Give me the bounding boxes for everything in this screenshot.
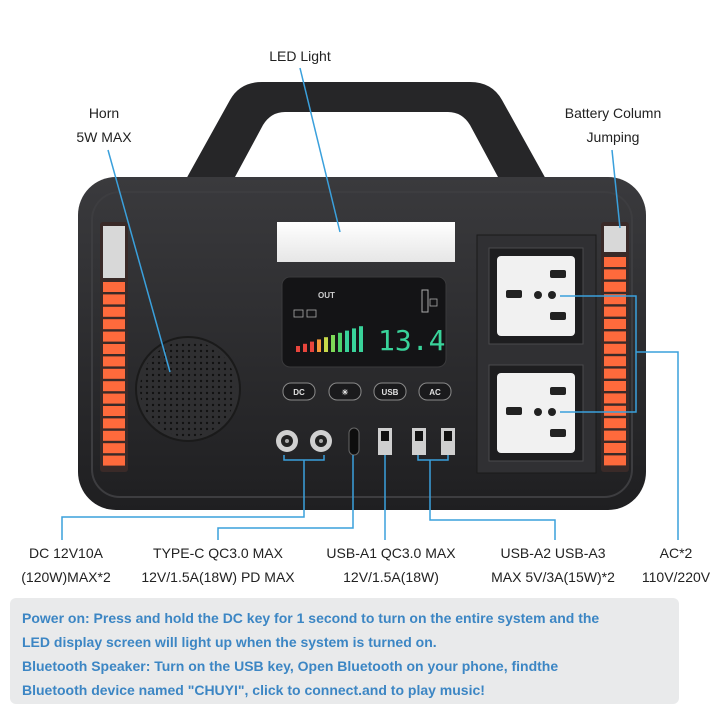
usb-a1-port xyxy=(378,428,392,455)
led-segment xyxy=(103,430,125,441)
battery-jumping-label: Jumping xyxy=(586,129,640,145)
level-bar xyxy=(352,328,356,352)
callout-lines xyxy=(61,67,679,540)
spec-usb-a2-a3-line1: USB-A2 USB-A3 xyxy=(500,545,606,561)
spec-usb-a2-a3-line2: MAX 5V/3A(15W)*2 xyxy=(491,569,615,585)
spec-usb-a1-line2: 12V/1.5A(18W) xyxy=(343,569,439,585)
spec-dc: DC 12V10A (120W)MAX*2 xyxy=(6,541,126,589)
ac-button[interactable]: AC xyxy=(418,382,452,401)
spec-usb-a2-a3: USB-A2 USB-A3 MAX 5V/3A(15W)*2 xyxy=(478,541,628,589)
level-bar xyxy=(296,346,300,352)
led-segment xyxy=(604,257,626,267)
usb-a3-port xyxy=(441,428,455,455)
led-segment xyxy=(604,294,626,305)
led-segment xyxy=(604,368,626,379)
ac-socket-2 xyxy=(488,364,584,462)
led-segment xyxy=(604,405,626,416)
level-bar xyxy=(345,330,349,352)
led-segment xyxy=(103,443,125,454)
led-segment xyxy=(604,430,626,441)
horn-power-label: 5W MAX xyxy=(76,129,132,145)
spec-dc-line2: (120W)MAX*2 xyxy=(21,569,111,585)
spec-ac: AC*2 110V/220V xyxy=(634,541,718,589)
led-segment xyxy=(103,455,125,466)
led-segment xyxy=(604,455,626,466)
led-segment xyxy=(103,319,125,330)
led-segment xyxy=(103,418,125,429)
led-segment xyxy=(604,269,626,280)
level-bar xyxy=(338,332,342,352)
carry-handle xyxy=(180,82,552,190)
left-led-column xyxy=(100,222,128,472)
led-segment xyxy=(103,282,125,292)
spec-usb-a1: USB-A1 QC3.0 MAX 12V/1.5A(18W) xyxy=(310,541,472,589)
level-bar xyxy=(310,341,314,352)
power-on-note-line1: Power on: Press and hold the DC key for … xyxy=(22,610,600,626)
button-label: DC xyxy=(293,388,305,397)
led-segment xyxy=(604,343,626,354)
dc-port-2 xyxy=(310,430,332,452)
horn-label: Horn xyxy=(88,105,120,121)
usb-a2-port xyxy=(412,428,426,455)
led-segment xyxy=(604,418,626,429)
led-segment xyxy=(604,281,626,292)
display-screen: OUT 13.4 xyxy=(281,276,447,368)
level-bar xyxy=(331,335,335,352)
dc-button[interactable]: DC xyxy=(282,382,316,401)
led-light-label: LED Light xyxy=(269,48,331,64)
led-segment xyxy=(604,319,626,329)
led-segment xyxy=(604,381,626,391)
led-segment xyxy=(604,331,626,342)
spec-type-c-line2: 12V/1.5A(18W) PD MAX xyxy=(141,569,295,585)
display-out-label: OUT xyxy=(318,291,335,300)
bluetooth-note-line1: Bluetooth Speaker: Turn on the USB key, … xyxy=(22,658,559,674)
button-label: ☀ xyxy=(341,388,348,397)
battery-column-label: Battery Column xyxy=(564,105,662,121)
spec-type-c: TYPE-C QC3.0 MAX 12V/1.5A(18W) PD MAX xyxy=(128,541,308,589)
usb-button[interactable]: USB xyxy=(373,382,407,401)
level-bar xyxy=(317,339,321,352)
led-segment xyxy=(103,381,125,392)
spec-ac-line2: 110V/220V xyxy=(641,569,711,585)
led-segment xyxy=(103,406,125,416)
led-segment xyxy=(604,356,626,367)
power-on-note-line2: LED display screen will light up when th… xyxy=(22,634,437,650)
spec-usb-a1-line1: USB-A1 QC3.0 MAX xyxy=(326,545,456,561)
display-digits: 13.4 xyxy=(378,324,445,357)
light-button[interactable]: ☀ xyxy=(328,382,362,401)
led-segment xyxy=(604,393,626,404)
speaker-grill xyxy=(135,336,241,442)
output-level-bars xyxy=(296,326,363,352)
ac-socket-panel xyxy=(476,234,597,474)
led-segment xyxy=(103,393,125,404)
level-bar xyxy=(324,337,328,352)
led-segment xyxy=(103,368,125,379)
led-segment xyxy=(103,344,125,354)
spec-dc-line1: DC 12V10A xyxy=(29,545,103,561)
right-led-column xyxy=(601,222,629,472)
instructions-box: Power on: Press and hold the DC key for … xyxy=(10,598,679,704)
button-label: AC xyxy=(429,388,441,397)
led-segment xyxy=(103,294,125,305)
bluetooth-note-line2: Bluetooth device named "CHUYI", click to… xyxy=(22,682,485,698)
led-segment xyxy=(604,443,626,453)
button-row: DC ☀ USB AC xyxy=(282,382,452,401)
spec-type-c-line1: TYPE-C QC3.0 MAX xyxy=(153,545,283,561)
spec-ac-line1: AC*2 xyxy=(659,545,693,561)
led-segment xyxy=(604,306,626,317)
level-bar xyxy=(359,326,363,352)
led-segment xyxy=(103,306,125,317)
led-light-bar xyxy=(277,222,455,262)
button-label: USB xyxy=(382,388,399,397)
led-segment xyxy=(103,331,125,342)
level-bar xyxy=(303,343,307,352)
type-c-port xyxy=(348,427,360,456)
led-segment xyxy=(103,356,125,367)
dc-port-1 xyxy=(276,430,298,452)
